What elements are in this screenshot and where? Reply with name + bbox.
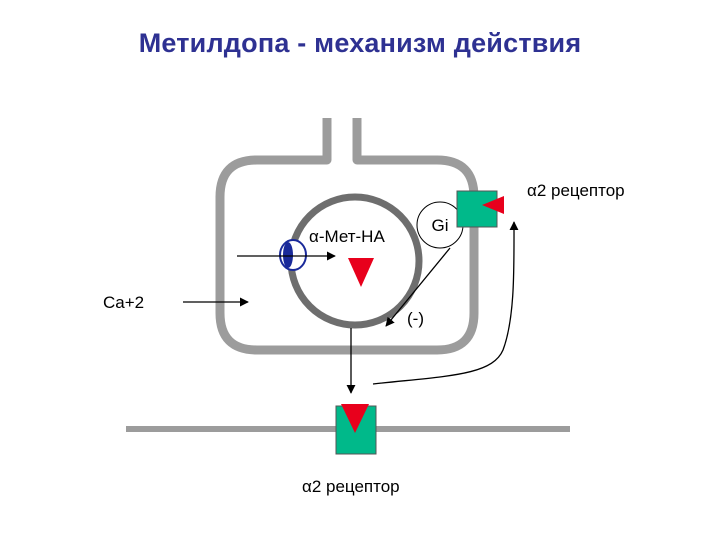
page-title: Метилдопа - механизм действия [138,28,582,58]
feedback-arrow [372,221,519,385]
calcium-label: Ca+2 [103,293,144,312]
presynaptic-membrane [215,118,479,355]
postsynaptic-ligand-icon [341,404,369,433]
gi-label: Gi [432,216,449,235]
vesicle-ligand-icon [348,258,374,287]
presynaptic-receptor-label: α2 рецептор [527,181,625,200]
presynaptic-ligand-icon [482,196,504,214]
presynaptic-receptor-icon [456,190,498,228]
postsynaptic-receptor-label: α2 рецептор [302,477,400,496]
ion-channel-icon [279,239,307,271]
inhibition-label: (-) [407,309,424,328]
alpha-met-na-label: α-Мет-НА [309,227,385,246]
inhibition-arrow [385,247,451,327]
